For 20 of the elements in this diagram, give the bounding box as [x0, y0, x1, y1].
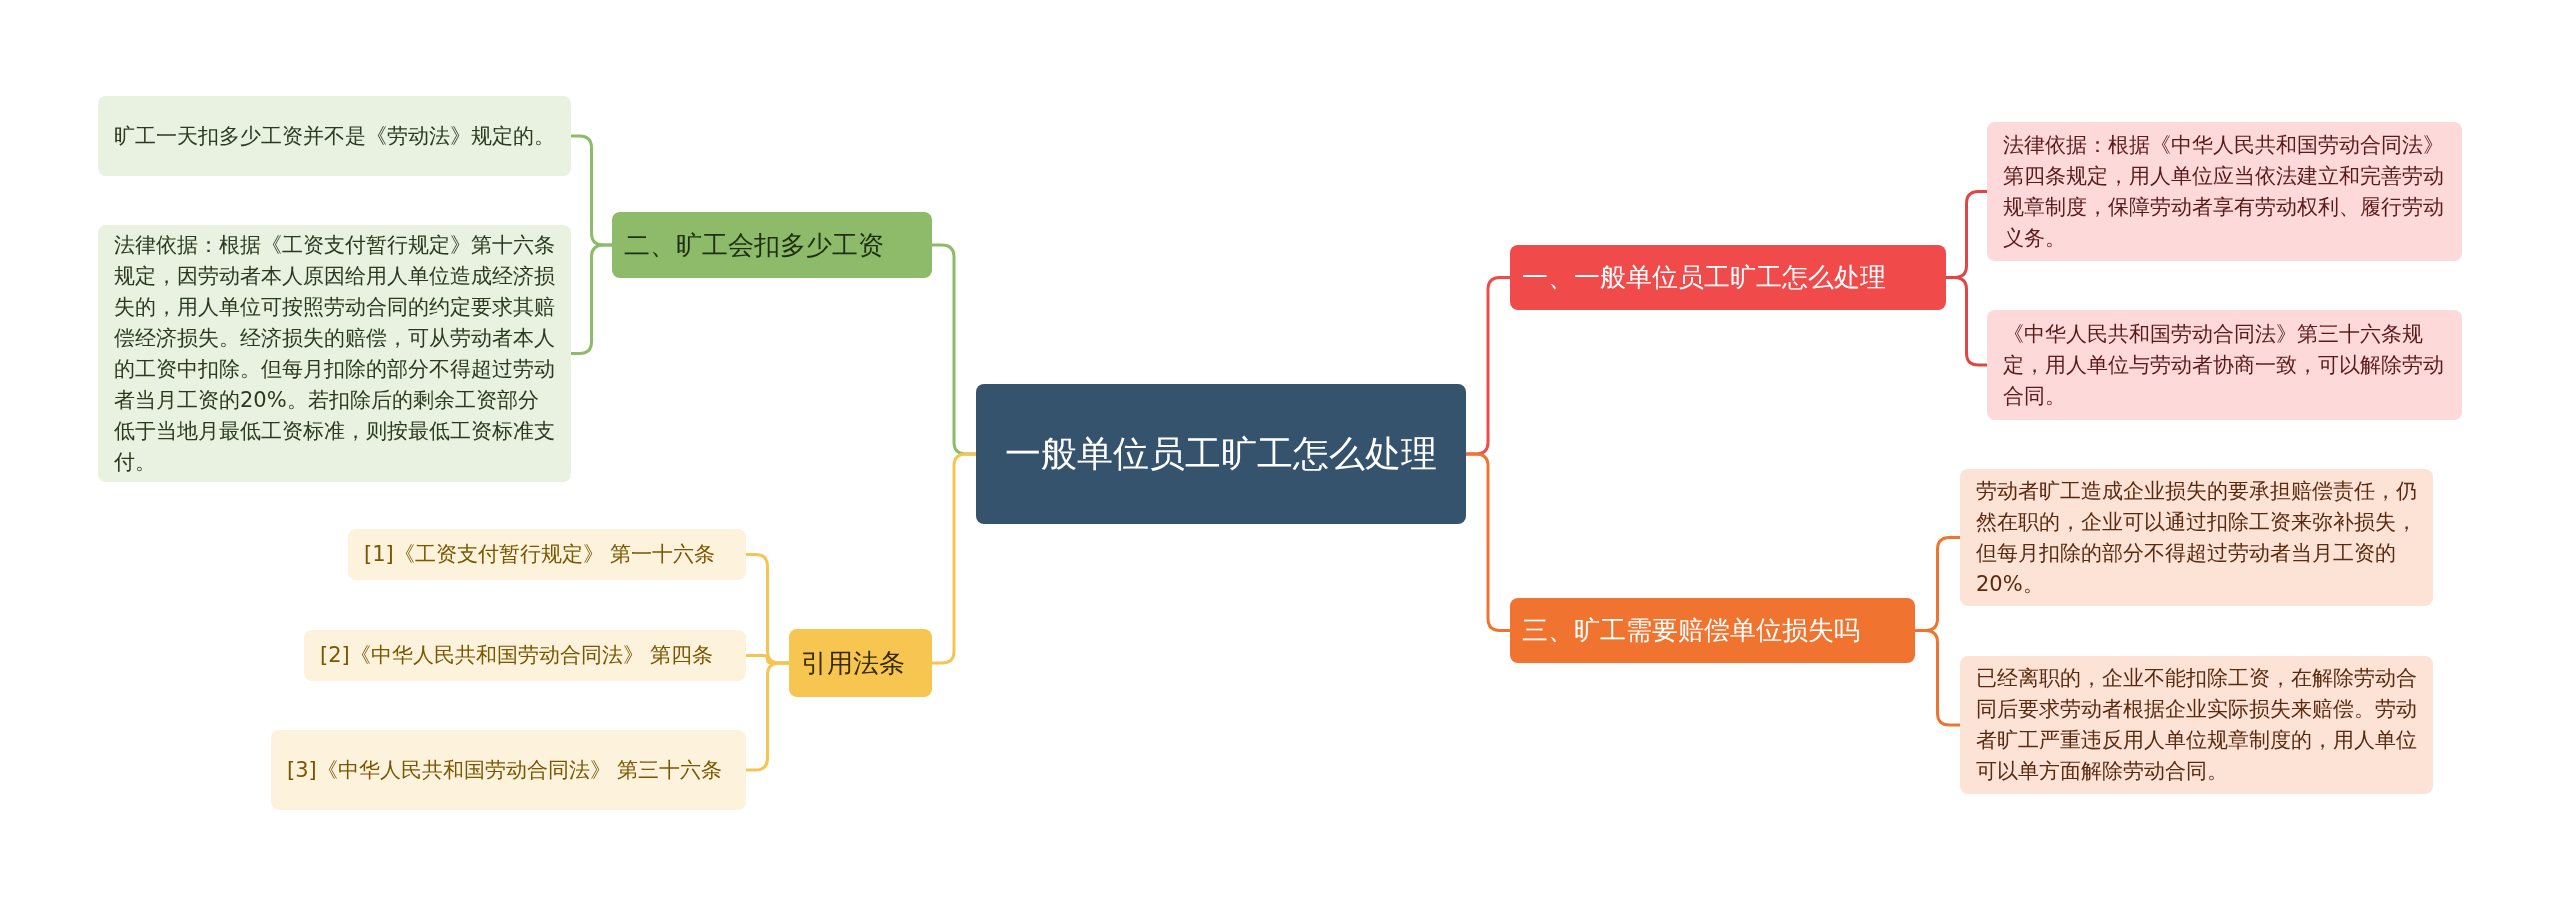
connector-line [1946, 276, 1987, 367]
connector-line [1466, 452, 1510, 632]
branch-topic: 一、一般单位员工旷工怎么处理 [1510, 245, 1946, 310]
connector-line [932, 452, 976, 665]
branch-topic: 三、旷工需要赔偿单位损失吗 [1510, 598, 1915, 663]
note-card: 法律依据：根据《中华人民共和国劳动合同法》第四条规定，用人单位应当依法建立和完善劳动规章制度，保障劳动者享有劳动权利、履行劳动义务。 [1987, 122, 2462, 261]
reference-card: [2]《中华人民共和国劳动合同法》 第四条 [304, 630, 746, 681]
connector-line [571, 243, 612, 355]
connector-line [746, 661, 789, 772]
reference-card: [1]《工资支付暂行规定》 第一十六条 [348, 529, 746, 580]
branch-topic: 二、旷工会扣多少工资 [612, 212, 932, 278]
note-card: 旷工一天扣多少工资并不是《劳动法》规定的。 [98, 96, 571, 176]
note-card: 《中华人民共和国劳动合同法》第三十六条规定，用人单位与劳动者协商一致，可以解除劳动合同。 [1987, 310, 2462, 420]
note-card: 法律依据：根据《工资支付暂行规定》第十六条规定，因劳动者本人原因给用人单位造成经济损失的，用人单位可按照劳动合同的约定要求其赔偿经济损失。经济损失的赔偿，可从劳动者本人的工资中扣除。但每月扣除的部分不得超过劳动者当月工资的20%。若扣除后的剩余工资部分低于当地月最低工资标准，则按最低工资标准支付。 [98, 225, 571, 482]
reference-card: [3]《中华人民共和国劳动合同法》 第三十六条 [271, 730, 746, 810]
connector-line [1915, 629, 1960, 727]
branch-topic: 引用法条 [789, 629, 932, 697]
note-card: 劳动者旷工造成企业损失的要承担赔偿责任，仍然在职的，企业可以通过扣除工资来弥补损失，但每月扣除的部分不得超过劳动者当月工资的20%。 [1960, 469, 2433, 606]
note-card: 已经离职的，企业不能扣除工资，在解除劳动合同后要求劳动者根据企业实际损失来赔偿。劳动者旷工严重违反用人单位规章制度的，用人单位可以单方面解除劳动合同。 [1960, 656, 2433, 794]
central-topic: 一般单位员工旷工怎么处理 [976, 384, 1466, 524]
